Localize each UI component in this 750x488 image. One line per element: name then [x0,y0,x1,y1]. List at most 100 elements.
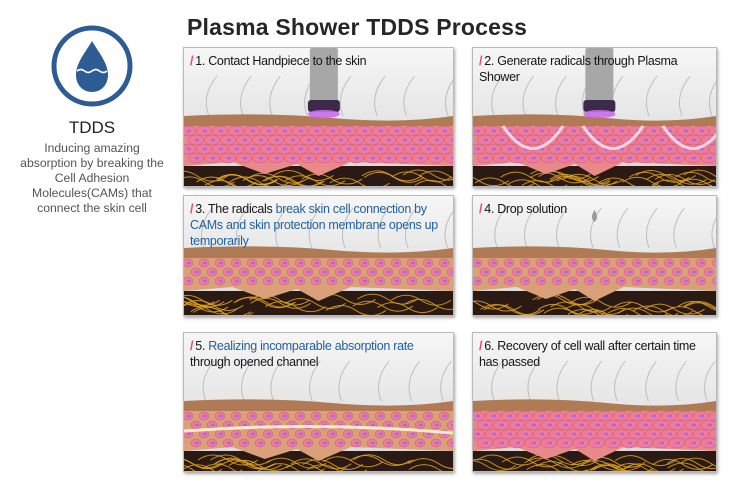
skin-cell [708,410,716,422]
cell-nucleus [532,138,536,142]
cell-nucleus [379,279,383,283]
cell-nucleus [500,156,504,160]
cell-nucleus [203,432,207,436]
step-caption: /1. Contact Handpiece to the skin [190,53,447,69]
hair-strand [645,207,658,249]
collagen-fiber [537,303,599,315]
hair-strand [645,75,658,117]
cell-nucleus [652,129,656,133]
collagen-fiber [549,173,611,185]
cell-nucleus [668,279,672,283]
cell-nucleus [379,129,383,133]
cell-nucleus [676,423,680,427]
cell-nucleus [628,441,632,445]
cell-nucleus [203,414,207,418]
skin-illustration [184,333,453,471]
cell-nucleus [508,432,512,436]
caption-text: Contact Handpiece to the skin [208,54,367,68]
cell-nucleus [219,414,223,418]
cell-nucleus [700,261,704,265]
hair-strand [440,360,452,402]
collagen-fiber [408,458,453,470]
tdds-label: TDDS [68,118,116,137]
cell-nucleus [227,270,231,274]
cell-nucleus [275,270,279,274]
step-panel-5: /5. Realizing incomparable absorption ra… [183,332,454,472]
cell-nucleus [604,432,608,436]
cell-nucleus [524,261,528,265]
cell-nucleus [676,156,680,160]
cell-nucleus [636,147,640,151]
collagen-fiber [621,176,683,186]
hair-strand [236,207,248,249]
cell-nucleus [195,156,199,160]
step-panel-6: /6. Recovery of cell wall after certain … [472,332,717,472]
skin-cell [446,267,453,277]
cell-nucleus [323,156,327,160]
collagen-fiber [302,458,364,470]
cell-nucleus [283,147,287,151]
cell-nucleus [564,138,568,142]
hair-strand [275,207,287,249]
cell-nucleus [235,414,239,418]
cell-nucleus [403,138,407,142]
cell-nucleus [572,129,576,133]
collagen-fiber [652,458,714,470]
cell-nucleus [387,156,391,160]
hair-strand [338,360,350,402]
collagen-fiber [273,169,334,181]
cell-nucleus [331,261,335,265]
highlighted-text: break skin cell connection by CAMs and s… [190,202,438,248]
hair-strand [556,360,569,402]
cell-nucleus [283,414,287,418]
collagen-fiber [184,303,238,315]
skin-illustration [473,196,716,315]
collagen-fiber [264,463,326,471]
skin-surface [184,399,453,411]
cell-nucleus [331,147,335,151]
collagen-fiber [210,454,271,466]
cell-nucleus [540,432,544,436]
collagen-fiber [543,307,605,315]
cell-nucleus [219,432,223,436]
collagen-fiber [184,464,223,471]
cell-nucleus [660,156,664,160]
cell-nucleus [403,270,407,274]
collagen-fiber [635,170,697,181]
cell-nucleus [403,156,407,160]
collagen-fiber [357,293,418,305]
collagen-fiber [506,179,568,186]
solution-drop [592,202,597,222]
cell-nucleus [259,441,263,445]
cell-nucleus [588,147,592,151]
cell-nucleus [267,147,271,151]
step-number: 2. [484,54,498,68]
cell-nucleus [516,423,520,427]
cell-nucleus [427,147,431,151]
radical-wave [661,125,716,150]
cell-nucleus [443,261,447,265]
collagen-fiber [665,306,704,315]
cell-nucleus [644,138,648,142]
cell-nucleus [508,129,512,133]
collagen-fiber [286,462,347,471]
cell-nucleus [476,414,480,418]
collagen-fiber [654,173,716,185]
handpiece-head [307,100,340,112]
cell-nucleus [596,156,600,160]
cell-nucleus [331,129,335,133]
skin-cell [711,276,716,286]
collagen-fiber [549,175,611,186]
skin-cell [711,258,716,268]
cell-nucleus [684,414,688,418]
hair-strand [270,360,282,402]
cell-nucleus [588,261,592,265]
cell-nucleus [411,414,415,418]
hair-strand [445,79,453,117]
cell-nucleus [259,156,263,160]
cell-nucleus [187,147,191,151]
hair-strand [614,360,626,402]
cell-nucleus [195,441,199,445]
cell-nucleus [692,156,696,160]
cell-nucleus [556,147,560,151]
